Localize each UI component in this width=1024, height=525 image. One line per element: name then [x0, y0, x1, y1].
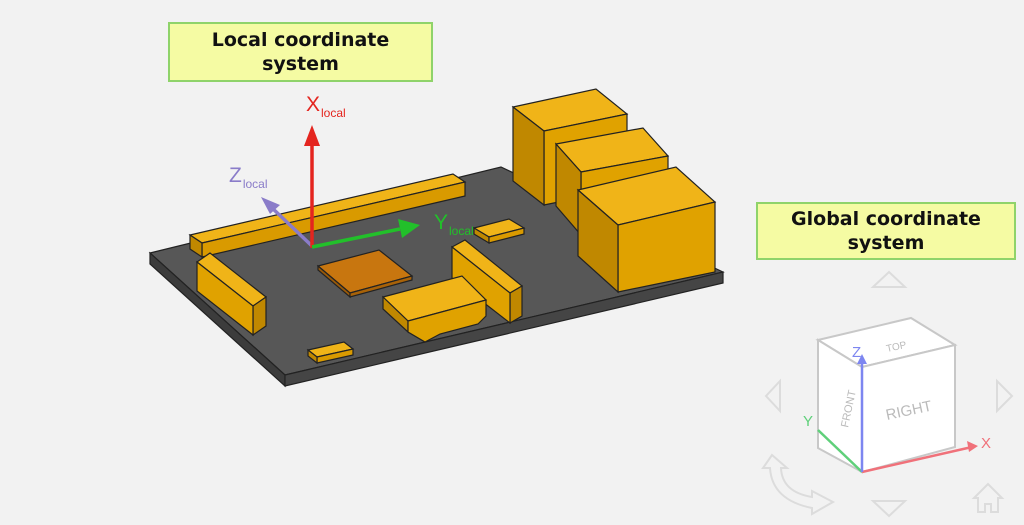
front-large-cube: [576, 166, 717, 294]
global-coordinate-callout: Global coordinate system: [756, 202, 1016, 260]
local-axes: [261, 125, 420, 249]
z-local-arrow: [268, 204, 314, 248]
rotate-right-arrow[interactable]: [996, 378, 1014, 414]
global-x-axis: [861, 445, 973, 474]
y-local-arrow: [311, 227, 401, 249]
z-local-arrowhead: [261, 197, 280, 214]
z-local-label: Zlocal: [229, 165, 268, 190]
y-local-arrowhead: [398, 219, 420, 238]
y-local-letter: Y: [434, 211, 449, 234]
rotate-view-icon[interactable]: [761, 453, 836, 516]
y-local-sub: local: [449, 224, 474, 238]
vertical-connector: [450, 239, 524, 325]
rotate-down-arrow[interactable]: [870, 500, 908, 518]
x-local-arrowhead: [304, 125, 320, 146]
view-cube[interactable]: [815, 316, 958, 474]
x-local-letter: X: [306, 93, 321, 116]
z-local-letter: Z: [229, 164, 242, 187]
view-cube-widget[interactable]: TOP FRONT RIGHT X Y Z: [761, 270, 1014, 518]
rotate-left-arrow[interactable]: [764, 378, 781, 414]
global-x-label: X: [981, 435, 991, 452]
small-component: [472, 218, 526, 245]
x-local-label: Xlocal: [306, 94, 346, 119]
global-y-axis: [817, 429, 863, 473]
header-strip: [188, 173, 467, 259]
bottom-ic: [381, 275, 488, 343]
y-local-label: Ylocal: [434, 212, 474, 237]
left-connector: [195, 252, 268, 337]
central-chip: [316, 249, 414, 299]
x-local-sub: local: [321, 106, 346, 120]
cube-top-label: TOP: [885, 340, 908, 355]
rotate-up-arrow[interactable]: [870, 270, 908, 288]
global-x-arrowhead: [967, 441, 978, 452]
small-part-bottom: [306, 341, 355, 365]
home-icon[interactable]: [971, 482, 1005, 513]
global-y-label: Y: [803, 413, 813, 430]
global-z-label: Z: [852, 344, 861, 361]
local-coordinate-callout: Local coordinate system: [168, 22, 433, 82]
global-z-arrowhead: [857, 354, 867, 364]
z-local-sub: local: [242, 177, 268, 191]
